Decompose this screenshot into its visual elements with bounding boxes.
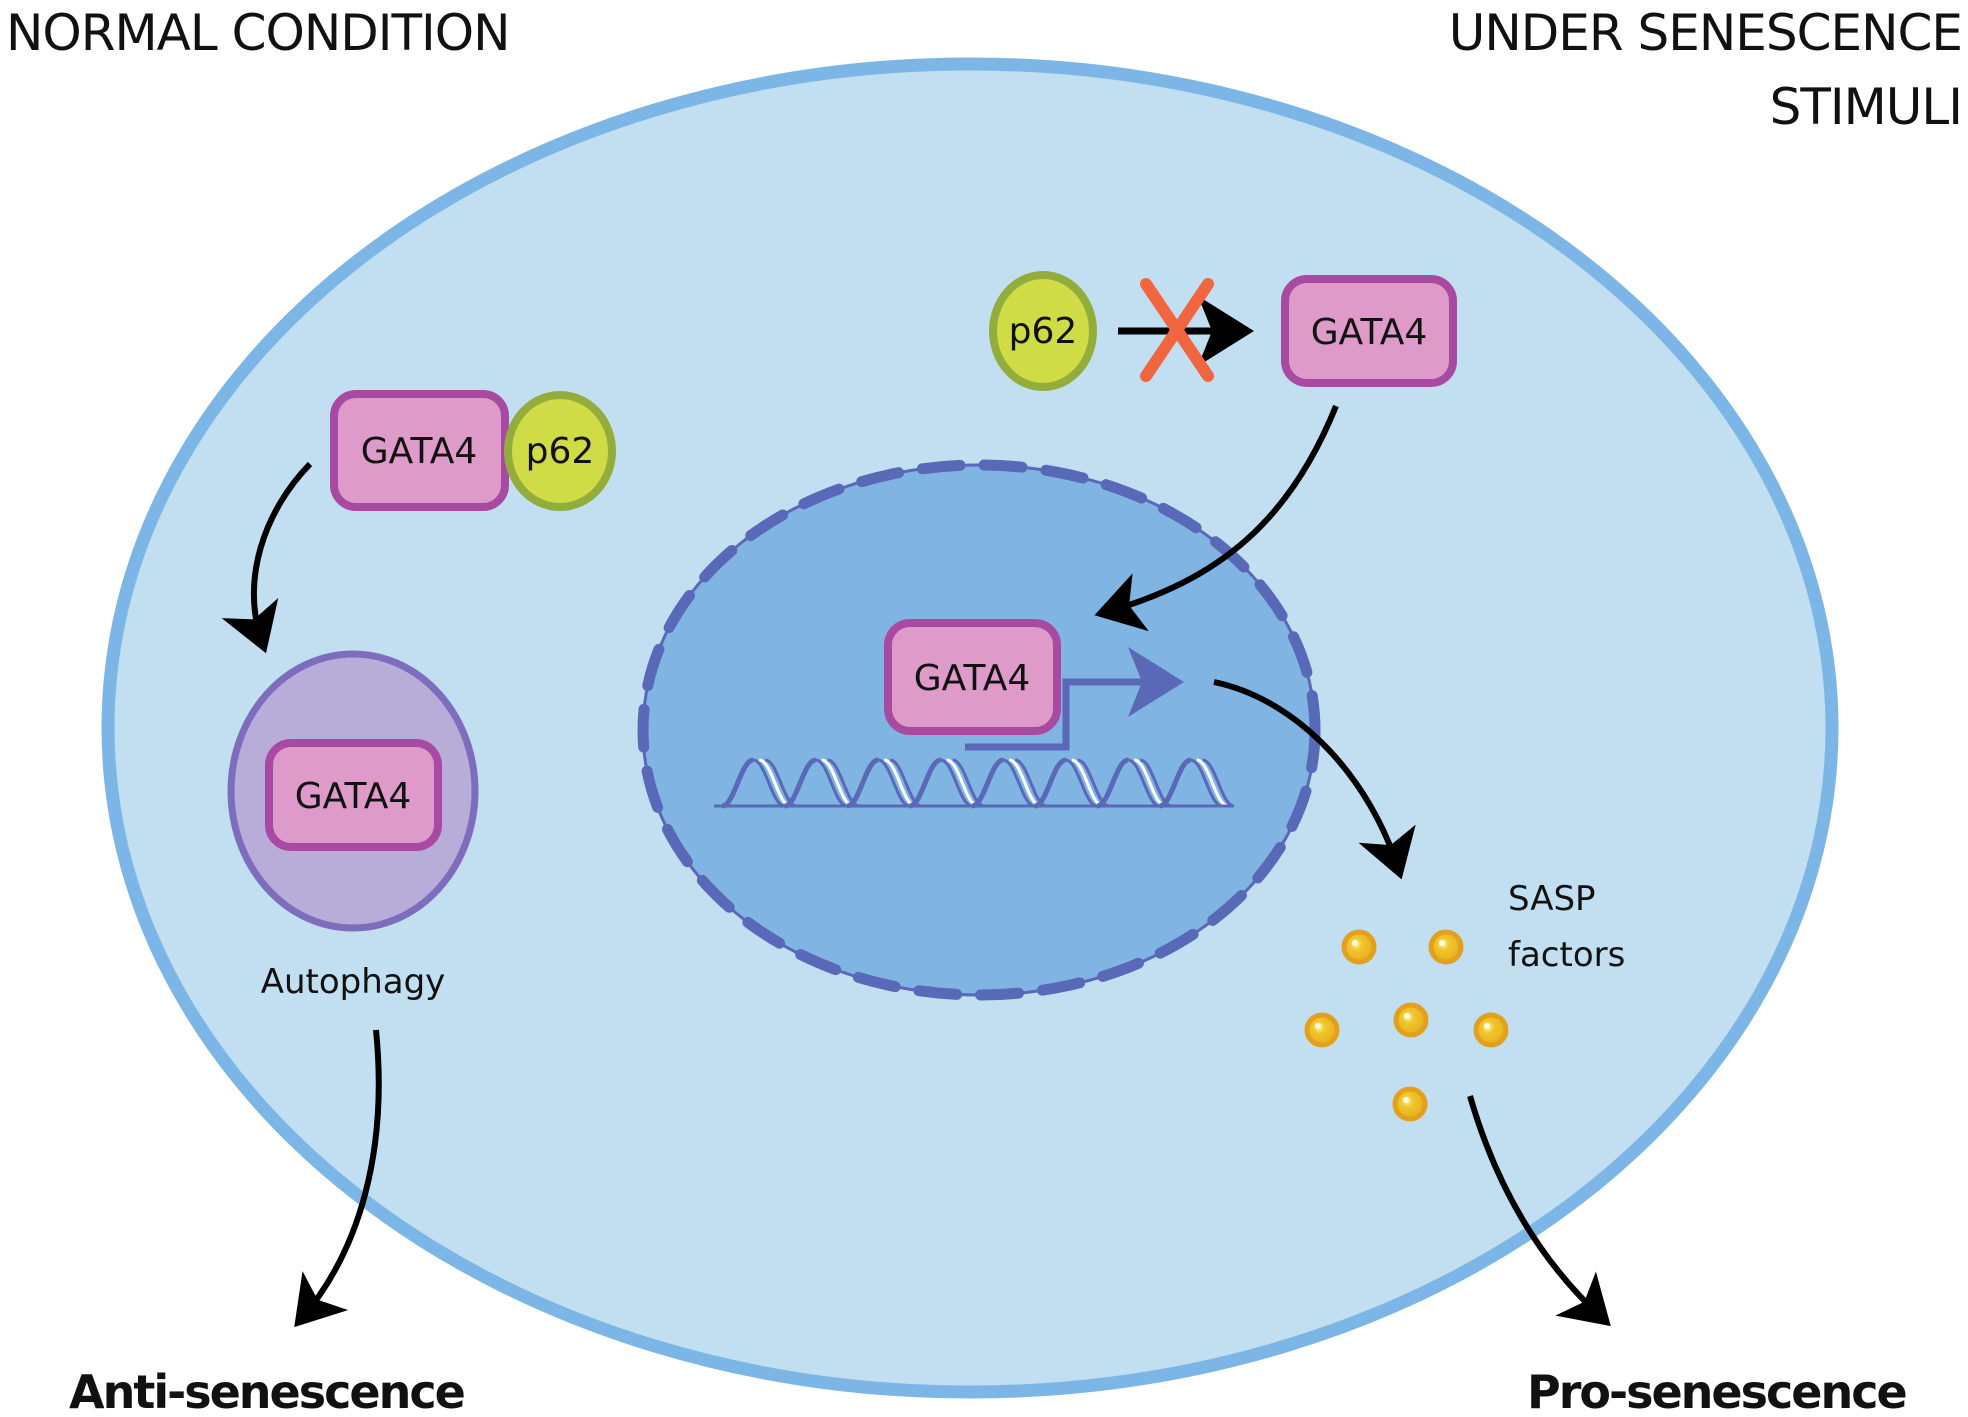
p62-circle-complex: [504, 391, 616, 511]
arrow-transcription-to-sasp: [1213, 679, 1416, 880]
sasp-label-line1: SASP: [1508, 879, 1596, 919]
inhibition-x-icon: [1140, 278, 1214, 382]
p62-circle-free: [989, 271, 1097, 391]
gata4-label-complex: GATA4: [361, 431, 477, 472]
sasp-factor-highlight: [1439, 940, 1445, 946]
sasp-factor-dot: [1473, 1012, 1509, 1048]
heading-senescence-line2: STIMULI: [1770, 78, 1962, 136]
heading-normal-condition: NORMAL CONDITION: [6, 4, 510, 62]
gata4-box-nuclear: [884, 619, 1061, 735]
heading-senescence-line1: UNDER SENESCENCE: [1449, 4, 1962, 62]
arrow-gata4-to-nucleus: [1094, 404, 1339, 632]
gata4-p62-complex: GATA4 p62: [330, 390, 616, 511]
arrow-autophagy-to-anti-senescence: [294, 1029, 382, 1328]
sasp-label-line2: factors: [1508, 935, 1625, 975]
sasp-factor-dot: [1392, 1086, 1428, 1122]
arrow-sasp-to-pro-senescence: [1467, 1095, 1611, 1327]
sasp-factor-highlight: [1484, 1023, 1490, 1029]
sasp-factor-highlight: [1352, 940, 1358, 946]
sasp-factor-highlight: [1403, 1097, 1409, 1103]
p62-label-complex: p62: [526, 431, 595, 472]
sasp-factor-highlight: [1404, 1013, 1410, 1019]
dna-helix-icon: [714, 757, 1235, 809]
arrow-complex-to-autophagy: [221, 461, 313, 654]
gata4-box-autophagosome: [265, 739, 442, 851]
gata4-label-free: GATA4: [1311, 312, 1427, 353]
sasp-factors-cluster: [1304, 929, 1509, 1122]
sasp-factor-dot: [1304, 1012, 1340, 1048]
sasp-factor-dot: [1393, 1002, 1429, 1038]
transcription-start-arrow: [965, 647, 1184, 751]
nuclear-envelope-dashes: [637, 459, 1321, 1001]
autophagy-label: Autophagy: [261, 962, 446, 1002]
gata4-label-nuclear: GATA4: [914, 658, 1030, 699]
p62-label-free: p62: [1009, 311, 1078, 352]
sasp-factor-dot: [1341, 929, 1377, 965]
gata4-label-autophagosome: GATA4: [295, 776, 411, 817]
pro-senescence-label: Pro-senescence: [1527, 1365, 1906, 1417]
autophagosome: GATA4: [227, 650, 479, 932]
sasp-factor-highlight: [1315, 1023, 1321, 1029]
sasp-factor-dot: [1428, 929, 1464, 965]
gata4-box-free: [1281, 275, 1457, 387]
anti-senescence-label: Anti-senescence: [69, 1365, 464, 1417]
